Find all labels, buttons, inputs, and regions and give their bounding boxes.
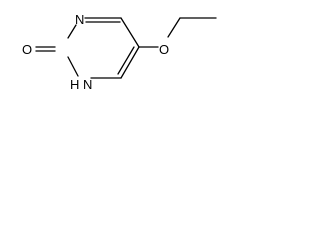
atom-label-o-carbonyl: O (22, 42, 32, 57)
bond-n3-c2 (67, 56, 79, 77)
bond-c2-n1 (67, 24, 77, 39)
bond-c5-c4-double-outer (120, 46, 140, 79)
bond-c5-c4-double-inner (117, 46, 135, 75)
bond-o-ch2 (167, 17, 181, 38)
atom-label-n1: N (75, 12, 84, 27)
atom-label-nh: H N (70, 77, 92, 92)
atom-label-o-ether: O (159, 42, 169, 57)
chemical-structure-diagram: N O H N O (22, 12, 217, 92)
bond-c6-c5 (120, 17, 140, 48)
